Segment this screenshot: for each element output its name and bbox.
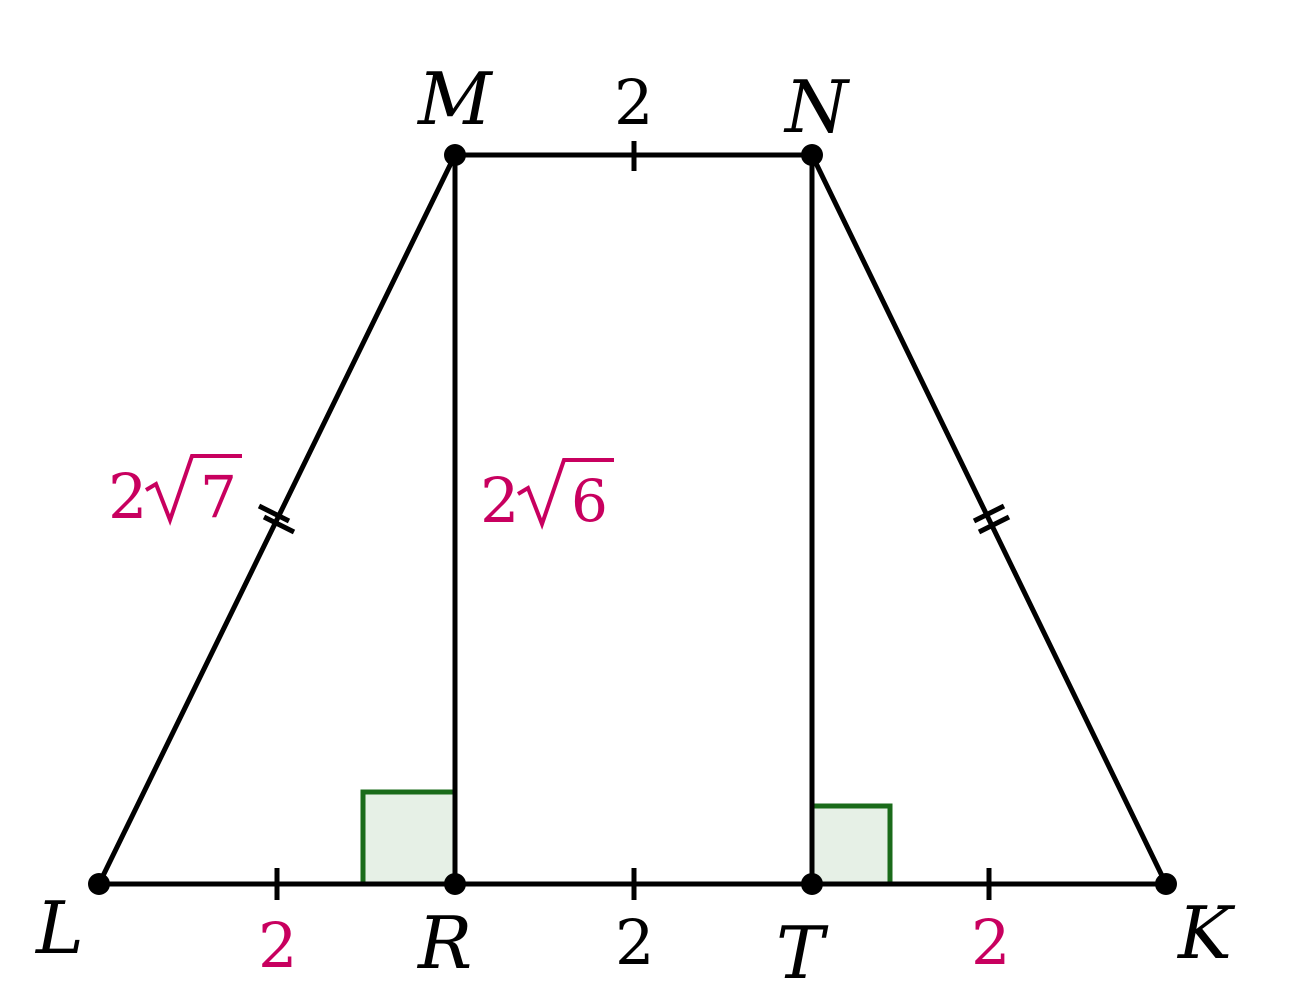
length-MR: 2 6 <box>480 458 614 537</box>
length-LM: 2 7 <box>108 454 242 533</box>
length-RT: 2 <box>615 906 654 979</box>
label-L: L <box>34 886 84 970</box>
label-K: K <box>1176 891 1236 975</box>
segment-LM <box>96 152 458 887</box>
label-R: R <box>416 901 472 985</box>
length-TK: 2 <box>971 906 1010 979</box>
radical-sign-icon <box>144 454 242 526</box>
point-L <box>88 873 110 895</box>
point-M <box>444 144 466 166</box>
double-tick-NK-1 <box>972 503 1006 524</box>
right-angle-marker-R <box>360 789 458 887</box>
label-N: N <box>783 65 851 149</box>
length-LR: 2 <box>258 909 297 982</box>
point-R <box>444 873 466 895</box>
length-MN: 2 <box>614 66 653 139</box>
double-tick-LM-1 <box>257 503 291 524</box>
double-tick-LM-2 <box>262 514 296 535</box>
point-K <box>1155 873 1177 895</box>
point-N <box>801 144 823 166</box>
point-T <box>801 873 823 895</box>
length-LM-radicand: 7 <box>200 463 237 531</box>
length-MR-radicand: 6 <box>571 467 608 535</box>
label-M: M <box>416 57 494 141</box>
length-LM-coef: 2 <box>108 460 147 533</box>
label-T: T <box>776 911 829 995</box>
radical-sign-icon <box>516 458 614 530</box>
length-MR-coef: 2 <box>480 464 519 537</box>
double-tick-NK-2 <box>977 514 1011 535</box>
right-angle-marker-T <box>809 803 893 887</box>
segment-NK <box>809 152 1169 887</box>
